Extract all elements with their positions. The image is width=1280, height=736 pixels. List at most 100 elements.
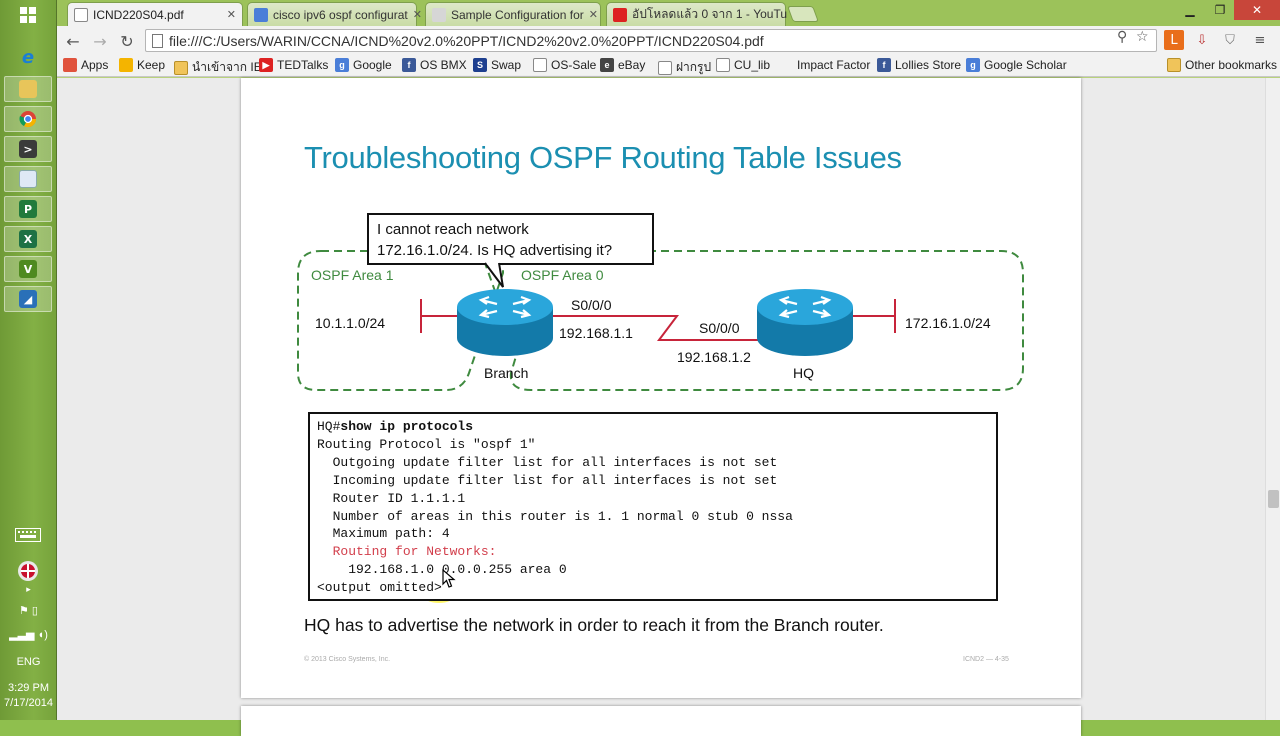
tray-flag-icon[interactable]: ⚑ ▯ [19,605,38,617]
close-icon[interactable]: ✕ [412,9,422,21]
serial-link [549,315,759,341]
other-bookmarks-folder[interactable]: Other bookmarks [1167,58,1277,72]
area0-label: OSPF Area 0 [521,267,604,283]
clock-time[interactable]: 3:29 PM [8,682,49,694]
bookmark-label: Swap [491,58,522,72]
download-extension-icon[interactable]: ⇩ [1196,32,1208,48]
bookmark-keep[interactable]: Keep [119,58,165,72]
page-icon [658,60,672,75]
bubble-line1: I cannot reach network [377,221,529,238]
windows-taskbar: e > P X V ◢ ▸ ⚑ ▯ ▂▃▅ ◖) ENG 3:29 PM 7/1… [0,0,57,720]
tab-label: Sample Configuration for [451,7,584,22]
branch-interface-label: S0/0/0 [571,297,612,313]
area0-boundary [482,250,1024,391]
cli-line: Router ID 1.1.1.1 [317,490,466,506]
speech-bubble: I cannot reach network 172.16.1.0/24. Is… [367,213,654,288]
cli-output-box: HQ#show ip protocols Routing Protocol is… [308,412,998,601]
swap-icon: S [473,58,487,72]
youtube-icon [613,7,627,22]
wireshark-icon[interactable]: ◢ [4,286,52,312]
bookmark-apps[interactable]: Apps [63,58,108,72]
facebook-icon: f [402,58,416,72]
cli-line: Routing Protocol is "ospf 1" [317,436,536,452]
minimize-icon[interactable]: ▁ [1185,3,1195,17]
notepad-icon[interactable] [4,166,52,192]
language-indicator[interactable]: ENG [16,656,41,668]
tab-youtube[interactable]: อัปโหลดแล้ว 0 จาก 1 - YouTu ✕ [606,2,801,26]
google-icon: g [335,58,349,72]
chrome-icon[interactable] [4,106,52,132]
youtube-icon: ▶ [259,58,273,72]
bookmark-label: Other bookmarks [1185,58,1278,72]
tab-cisco-ipv6[interactable]: cisco ipv6 ospf configurat ✕ [247,2,422,26]
document-icon [74,7,88,22]
file-explorer-icon[interactable] [4,76,52,102]
close-icon[interactable]: ✕ [226,9,236,21]
cli-line: Incoming update filter list for all inte… [317,472,778,488]
bookmark-os-sale[interactable]: OS-Sale [533,58,596,72]
pdf-viewer[interactable]: Troubleshooting OSPF Routing Table Issue… [57,78,1280,736]
copyright-text: © 2013 Cisco Systems, Inc. [304,656,391,663]
tray-volume-icon[interactable]: ▂▃▅ ◖) [9,629,48,641]
bookmark-import-ie[interactable]: นำเข้าจาก IE [174,58,262,77]
restore-icon[interactable]: ❐ [1214,3,1226,17]
bookmark-label: Apps [81,58,109,72]
bookmark-star-icon[interactable]: ☆ [1136,29,1149,45]
menu-icon[interactable]: ≡ [1254,32,1266,48]
apps-grid-icon [63,58,77,72]
hq-router-icon [757,289,853,356]
windows-start-icon[interactable] [4,2,52,28]
branch-label: Branch [484,365,528,381]
clock-date[interactable]: 7/17/2014 [4,697,53,709]
bookmark-photo-upload[interactable]: ฝากรูป [658,58,711,77]
hq-label: HQ [793,365,814,381]
cli-line: <output omitted> [317,580,442,596]
net-left-label: 10.1.1.0/24 [315,315,385,331]
excel-icon[interactable]: X [4,226,52,252]
vertical-scrollbar[interactable] [1265,78,1280,720]
cli-line: Outgoing update filter list for all inte… [317,454,778,470]
tab-label: cisco ipv6 ospf configurat [273,7,408,22]
url-text: file:///C:/Users/WARIN/CCNA/ICND%20v2.0%… [169,32,764,49]
chrome-window: ICND220S04.pdf ✕ cisco ipv6 ospf configu… [57,0,1280,736]
viber-icon[interactable]: V [4,256,52,282]
hq-ip-label: 192.168.1.2 [677,349,751,365]
new-tab-button[interactable] [787,6,819,22]
window-close-icon[interactable]: ✕ [1234,0,1280,20]
bookmark-label: OS-Sale [551,58,597,72]
tab-pdf[interactable]: ICND220S04.pdf ✕ [67,2,243,26]
bookmark-tedtalks[interactable]: ▶TEDTalks [259,58,328,72]
ie-icon[interactable]: e [21,46,35,68]
bookmark-label: Google Scholar [984,58,1067,72]
bookmark-label: Impact Factor [797,58,871,72]
back-arrow-icon[interactable]: ← [66,31,80,51]
net-right-label: 172.16.1.0/24 [905,315,991,331]
forward-arrow-icon[interactable]: → [93,31,107,51]
bookmark-cu-lib[interactable]: CU_lib [716,58,770,72]
close-icon[interactable]: ✕ [588,9,598,21]
ospf-topology-diagram: OSPF Area 1 OSPF Area 0 10.1.1.0/24 S0/0… [297,213,1024,391]
terminal-icon[interactable]: > [4,136,52,162]
bookmark-swap[interactable]: S Swap [473,58,521,72]
extension-icon[interactable]: L [1164,30,1184,50]
keyboard-icon[interactable] [4,522,52,548]
tab-label: ICND220S04.pdf [93,7,184,22]
publisher-icon[interactable]: P [4,196,52,222]
search-icon[interactable]: ⚲ [1117,29,1128,45]
tray-expand-icon[interactable]: ▸ [26,584,31,594]
shield-icon[interactable]: ⛉ [1225,32,1235,48]
bookmark-impact-factor[interactable]: Impact Factor [797,58,870,72]
reload-icon[interactable]: ↻ [120,31,134,51]
tab-sample-config[interactable]: Sample Configuration for ✕ [425,2,601,26]
language-flag-icon[interactable] [4,558,52,584]
scrollbar-thumb[interactable] [1268,490,1279,508]
folder-icon [1167,58,1181,72]
bookmark-label: นำเข้าจาก IE [192,60,262,74]
address-bar[interactable]: file:///C:/Users/WARIN/CCNA/ICND%20v2.0%… [145,29,1157,52]
